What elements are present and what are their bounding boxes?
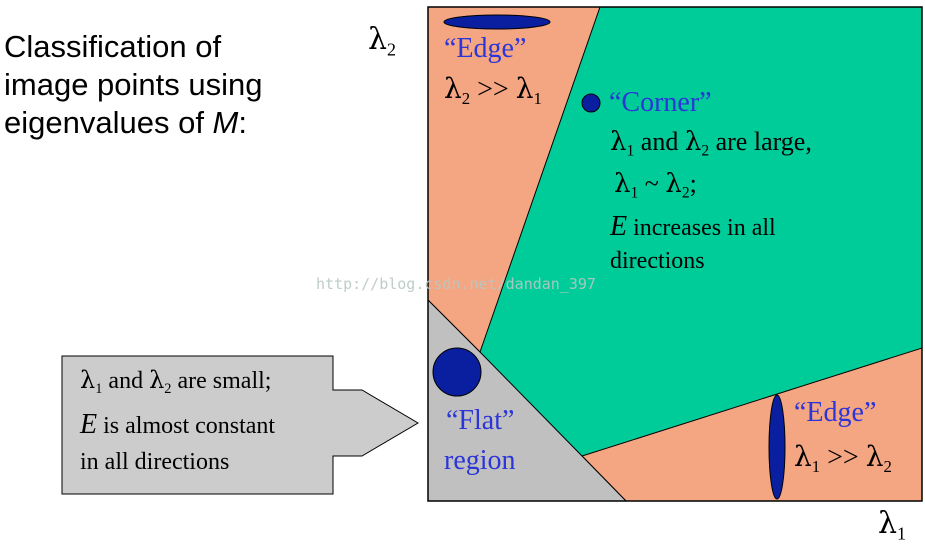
callout-line-2: E is almost constant xyxy=(80,409,276,441)
diagram-frame xyxy=(427,6,923,502)
watermark: http://blog.csdn.net/dandan_397 xyxy=(316,275,596,293)
callout-arrow-box xyxy=(61,355,419,495)
flat-callout-text: λ1 and λ2 are small; E is almost constan… xyxy=(80,362,275,480)
figure-caption: Classification of image points using eig… xyxy=(4,28,263,142)
corner-line-3: E increases in all xyxy=(610,211,776,242)
caption-line-2: image points using xyxy=(4,67,263,102)
edge-top-label: “Edge” xyxy=(444,33,527,64)
caption-line-1: Classification of xyxy=(4,29,222,64)
edge-right-condition: λ1 >> λ2 xyxy=(794,440,892,476)
matrix-symbol: M xyxy=(212,105,239,140)
horizontal-ellipse-icon xyxy=(443,14,551,30)
edge-top-condition: λ2 >> λ1 xyxy=(444,72,542,108)
small-circle-icon xyxy=(581,93,601,113)
flat-label-region: region xyxy=(444,445,516,476)
callout-line-3: in all directions xyxy=(80,449,230,476)
x-axis-label: λ1 xyxy=(878,506,907,544)
corner-line-4: directions xyxy=(610,248,705,274)
large-circle-icon xyxy=(432,347,482,397)
y-axis-label: λ2 xyxy=(368,22,397,60)
flat-label: “Flat” xyxy=(446,405,515,436)
edge-right-label: “Edge” xyxy=(794,397,877,428)
callout-line-1: λ1 and λ2 are small; xyxy=(80,366,272,398)
corner-line-2: λ1 ~ λ2; xyxy=(614,169,697,202)
corner-label: “Corner” xyxy=(609,87,712,118)
vertical-ellipse-icon xyxy=(768,394,786,500)
caption-line-3: eigenvalues of M: xyxy=(4,105,247,140)
corner-line-1: λ1 and λ2 are large, xyxy=(610,127,812,160)
